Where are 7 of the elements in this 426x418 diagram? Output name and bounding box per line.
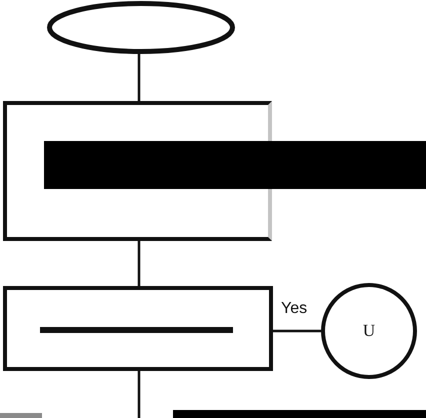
connector-line	[138, 54, 140, 101]
connector-line	[138, 371, 140, 418]
oval-node	[47, 1, 235, 54]
connector-line	[273, 330, 321, 332]
node-label: U	[362, 322, 376, 340]
connector-line	[138, 241, 140, 286]
process-box	[3, 286, 273, 371]
